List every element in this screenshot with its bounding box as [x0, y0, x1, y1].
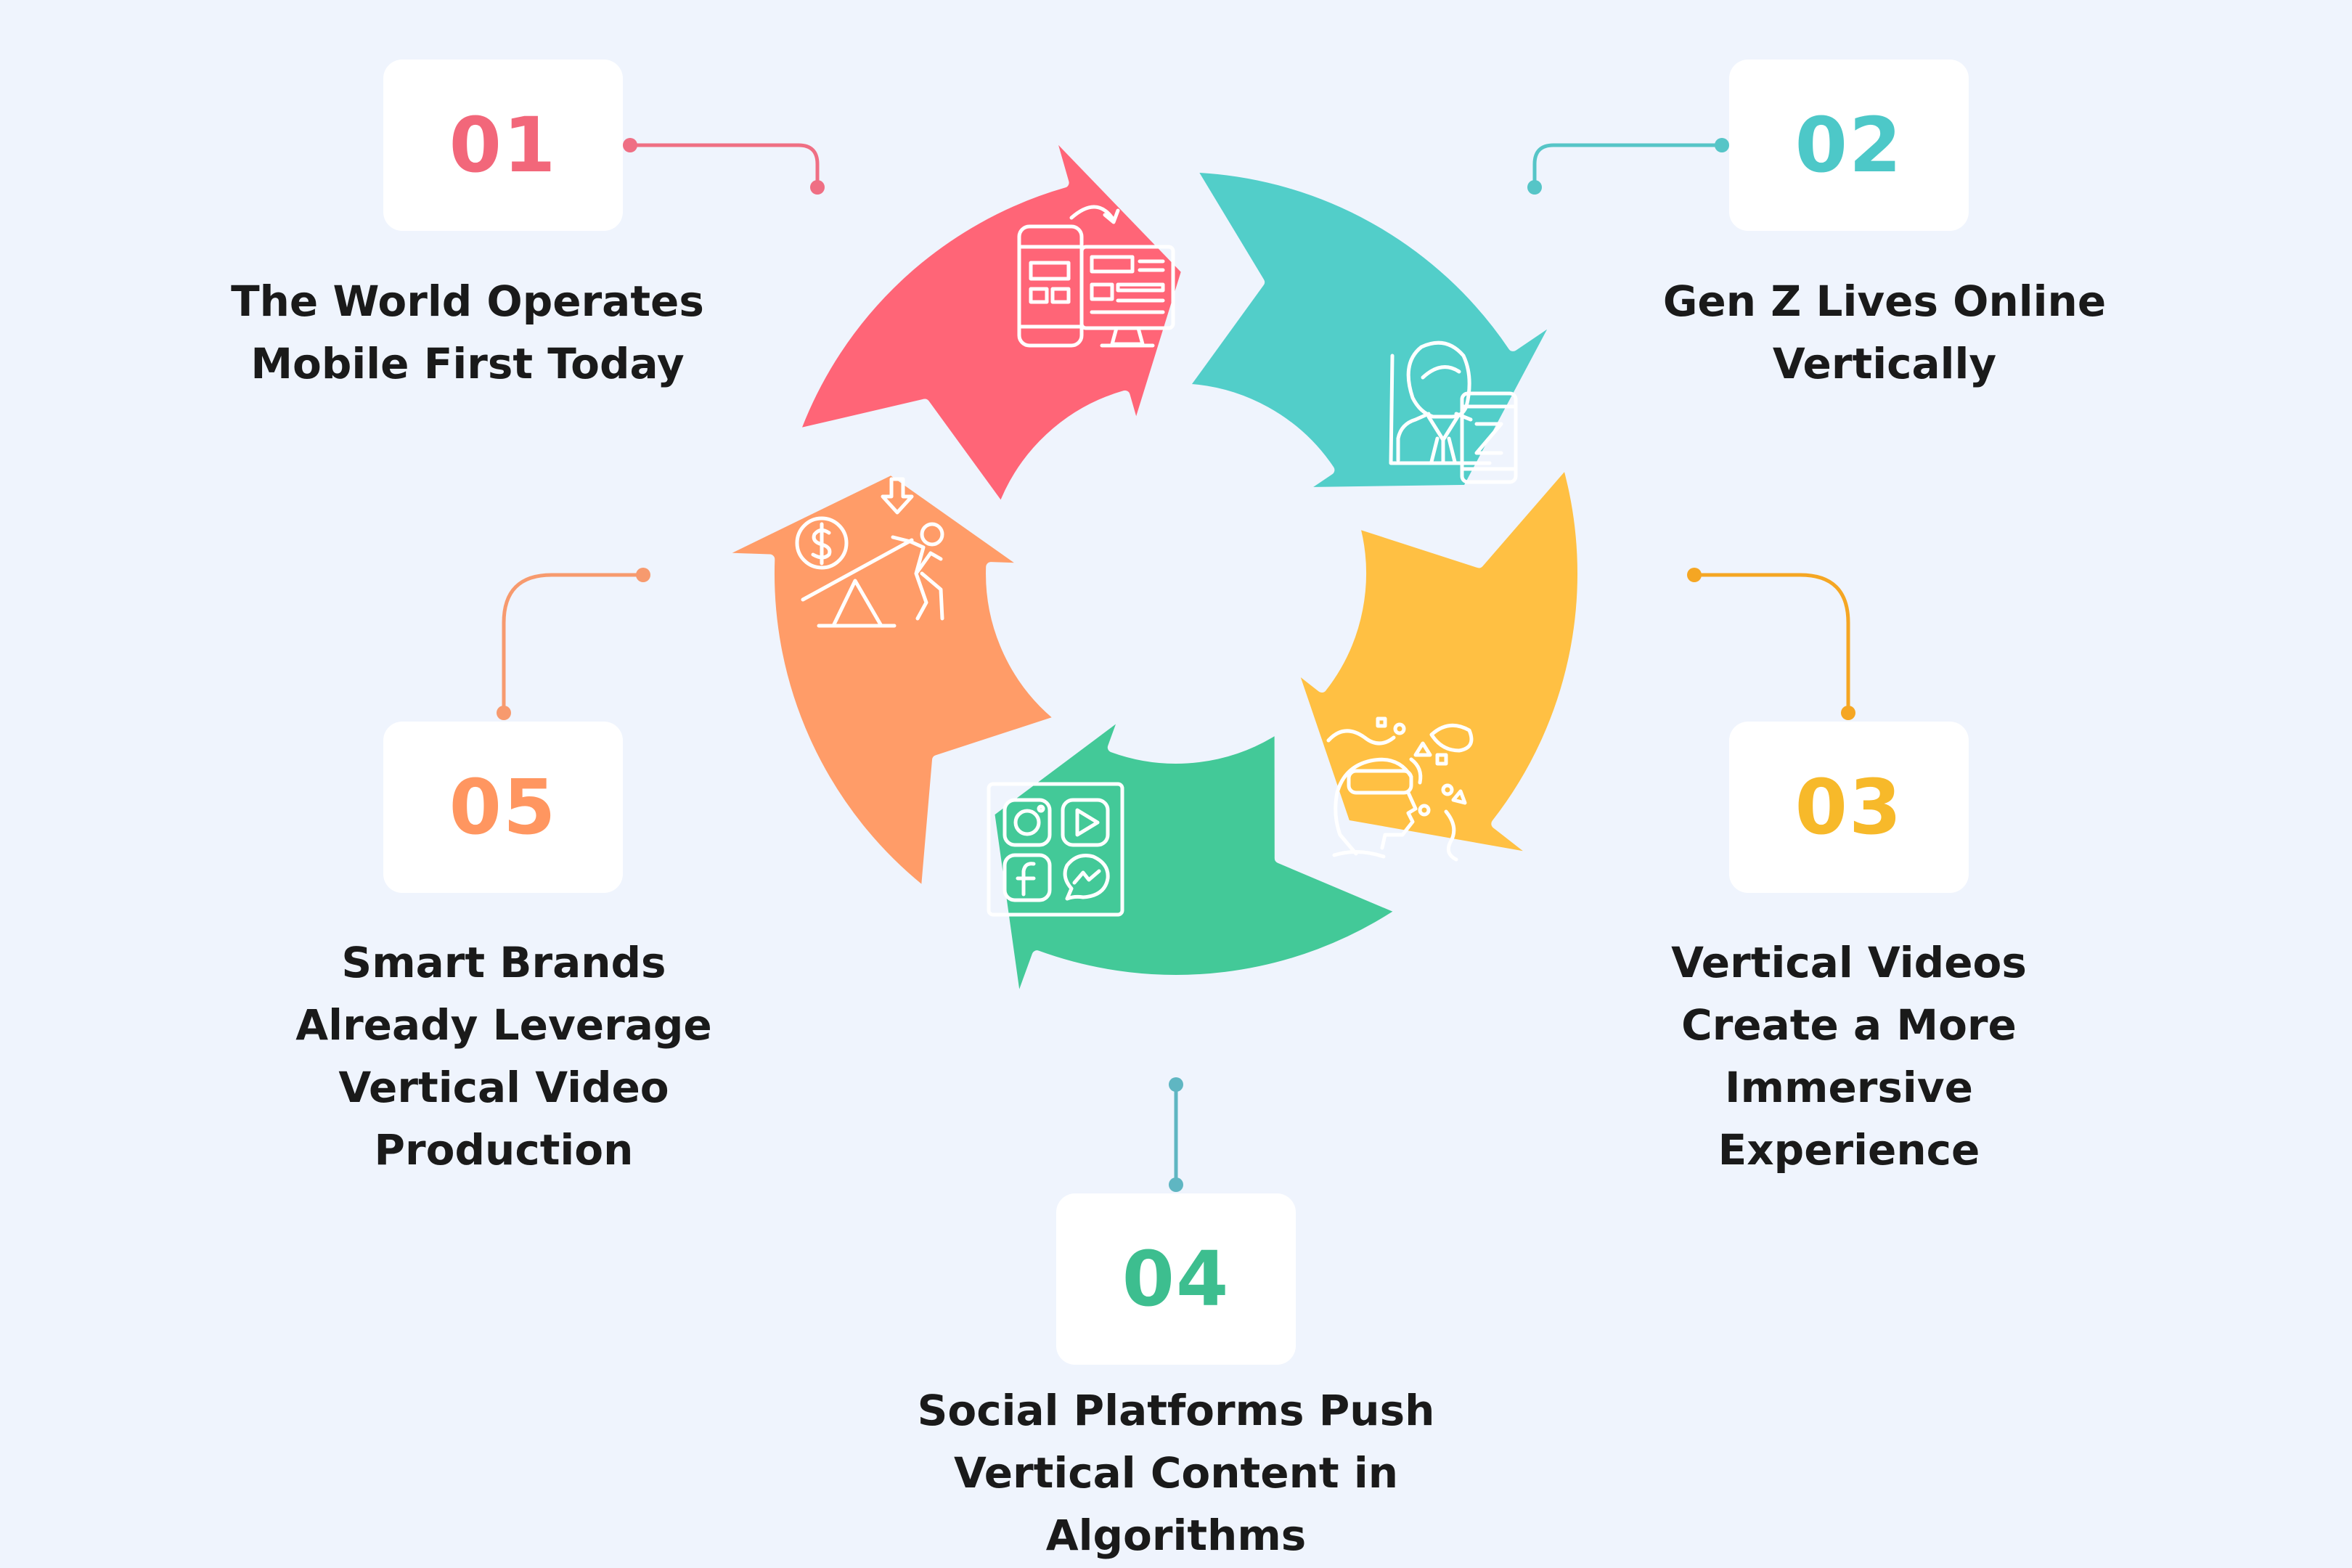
step-03-description: Vertical Videos Create a More Immersive …	[1556, 931, 2142, 1181]
step-05-line-2: Already Leverage	[295, 1000, 712, 1050]
step-01-line-1: The World Operates	[231, 277, 704, 326]
step-05-line-1: Smart Brands	[341, 938, 666, 987]
connector-01-dot-end	[810, 180, 825, 195]
connector-03	[1692, 573, 1850, 715]
gen-z-user-icon	[1389, 340, 1518, 484]
step-01-number-box: 01	[383, 60, 623, 231]
connector-04-dot-end	[1169, 1177, 1183, 1192]
connector-05	[502, 573, 645, 715]
connector-01-dot-start	[623, 138, 637, 152]
connector-03-dot-end	[1841, 706, 1855, 720]
connector-03-dot-start	[1687, 568, 1702, 582]
vr-headset-icon	[1326, 716, 1474, 862]
step-05-description: Smart Brands Already Leverage Vertical V…	[211, 931, 797, 1181]
cycle-segment-01	[788, 121, 1192, 515]
step-02-description: Gen Z Lives Online Vertically	[1591, 270, 2178, 395]
connector-05-dot-start	[636, 568, 650, 582]
connector-02	[1532, 143, 1724, 189]
mobile-desktop-icon	[1017, 205, 1175, 348]
connector-02-dot-end	[1527, 180, 1542, 195]
step-03-line-4: Experience	[1718, 1125, 1980, 1175]
seesaw-money-icon	[795, 477, 944, 628]
step-04-description: Social Platforms Push Vertical Content i…	[849, 1379, 1503, 1567]
step-02-line-2: Vertically	[1772, 339, 1997, 388]
step-01-number: 01	[449, 101, 558, 189]
step-02-number-box: 02	[1729, 60, 1969, 231]
step-03-number-box: 03	[1729, 722, 1969, 893]
step-03-line-3: Immersive	[1725, 1063, 1973, 1112]
connector-05-dot-end	[497, 706, 511, 720]
cycle-ring	[706, 121, 1588, 1016]
step-03-number: 03	[1794, 763, 1903, 852]
step-05-number-box: 05	[383, 722, 623, 893]
step-05-line-3: Vertical Video	[338, 1063, 669, 1112]
step-02-number: 02	[1794, 101, 1903, 189]
step-04-line-3: Algorithms	[1045, 1511, 1307, 1560]
social-apps-icon	[987, 782, 1124, 917]
step-05-number: 05	[449, 763, 558, 852]
step-03-line-2: Create a More	[1681, 1000, 2017, 1050]
connector-02-dot-start	[1715, 138, 1729, 152]
step-02-line-1: Gen Z Lives Online	[1662, 277, 2107, 326]
connector-01	[628, 143, 820, 189]
cycle-segment-05	[706, 465, 1067, 899]
step-04-line-2: Vertical Content in	[953, 1448, 1398, 1498]
cycle-segment-02	[1177, 162, 1567, 498]
step-05-line-4: Production	[374, 1125, 634, 1175]
step-04-number-box: 04	[1056, 1193, 1296, 1365]
step-03-line-1: Vertical Videos	[1671, 938, 2027, 987]
step-01-description: The World Operates Mobile First Today	[174, 270, 761, 395]
step-04-line-1: Social Platforms Push	[917, 1386, 1435, 1435]
step-04-number: 04	[1122, 1235, 1230, 1323]
step-01-line-2: Mobile First Today	[250, 339, 685, 388]
connector-04-dot-start	[1169, 1077, 1183, 1092]
cycle-segment-03	[1285, 456, 1588, 865]
